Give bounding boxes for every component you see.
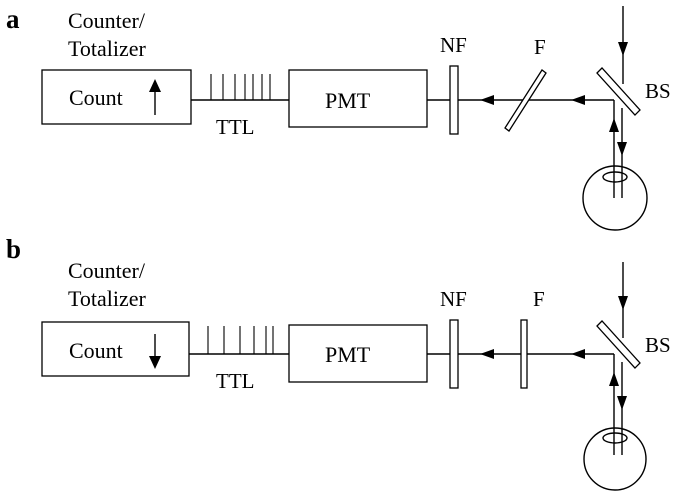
nf-label: NF [440, 33, 467, 57]
incoming-arrow-icon [618, 296, 628, 310]
ttl-pulses [210, 74, 271, 100]
bs-label: BS [645, 79, 671, 103]
filter-normal [520, 319, 528, 389]
pmt-label: PMT [325, 342, 371, 367]
counter-box [41, 321, 190, 377]
beam-splitter [596, 320, 641, 369]
eye-icon [583, 427, 647, 491]
counter-label-line2: Totalizer [68, 286, 147, 311]
f-label: F [533, 287, 545, 311]
beam-arrow-icon [571, 95, 585, 105]
counter-label-line2: Totalizer [68, 36, 147, 61]
eye-down-arrow-icon [617, 142, 627, 156]
nf-label: NF [440, 287, 467, 311]
eye-down-arrow-icon [617, 396, 627, 410]
pmt-label: PMT [325, 88, 371, 113]
pmt-box [288, 69, 428, 128]
counter-label-line1: Counter/ [68, 8, 146, 33]
count-down-arrow-icon [149, 334, 161, 369]
beam-splitter [596, 67, 641, 116]
beam-arrow-icon [480, 349, 494, 359]
ttl-pulses [207, 326, 274, 354]
count-label: Count [69, 85, 123, 110]
bs-label: BS [645, 333, 671, 357]
panel-letter: a [6, 4, 20, 34]
filter-tilted [504, 69, 547, 132]
ttl-label: TTL [216, 115, 254, 139]
eye-up-arrow-icon [609, 372, 619, 386]
neutral-filter [449, 319, 459, 389]
f-label: F [534, 35, 546, 59]
count-label: Count [69, 338, 123, 363]
panel-a: a Counter/ Totalizer Count TTL PMT NF [6, 4, 671, 231]
beam-arrow-icon [571, 349, 585, 359]
beam-arrow-icon [480, 95, 494, 105]
neutral-filter [449, 65, 459, 135]
panel-b: b Counter/ Totalizer Count TTL PMT NF [6, 234, 671, 491]
incoming-arrow-icon [618, 42, 628, 56]
pmt-box [288, 324, 428, 383]
eye-up-arrow-icon [609, 118, 619, 132]
panel-letter: b [6, 234, 21, 264]
eye-icon [582, 165, 648, 231]
ttl-label: TTL [216, 369, 254, 393]
counter-label-line1: Counter/ [68, 258, 146, 283]
count-up-arrow-icon [149, 79, 161, 115]
counter-box [41, 69, 192, 125]
